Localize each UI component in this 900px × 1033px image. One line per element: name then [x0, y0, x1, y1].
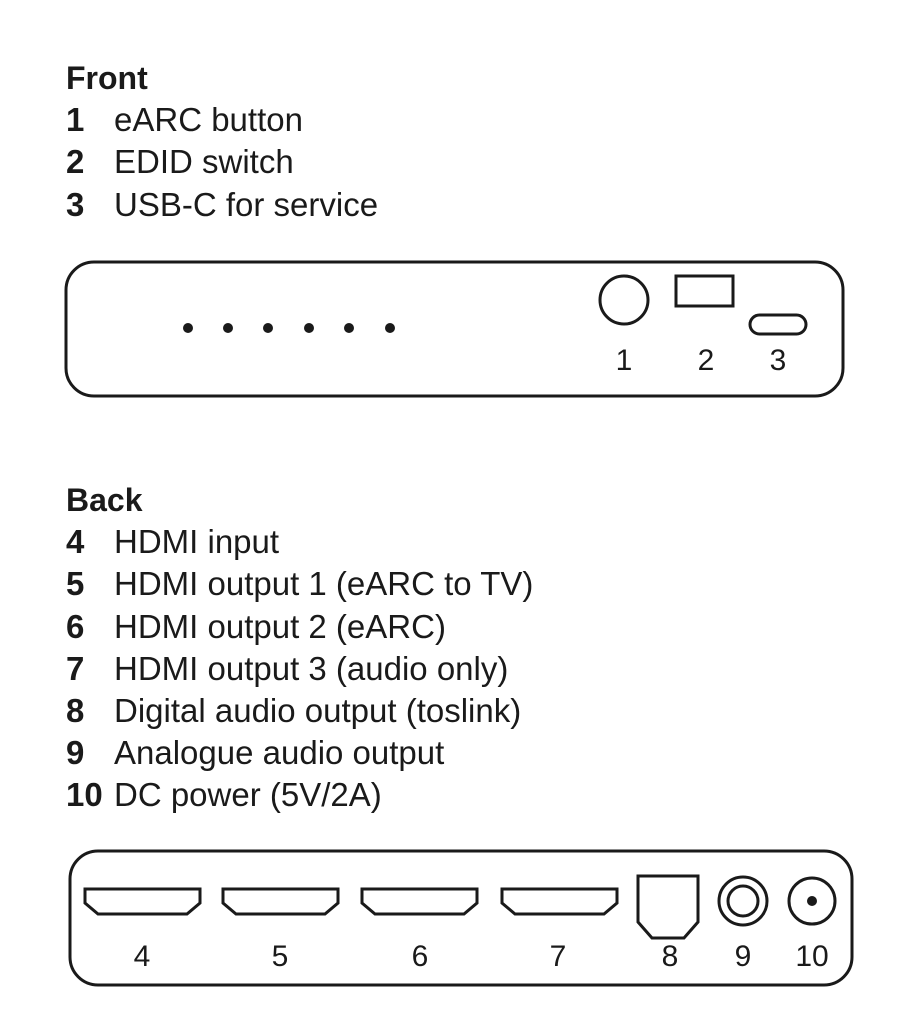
analogue-jack-inner-icon	[726, 884, 760, 918]
legend-item-5: 5 HDMI output 1 (eARC to TV)	[66, 563, 533, 605]
back-port-label-9: 9	[735, 940, 752, 973]
usb-c-port-icon	[748, 313, 808, 336]
legend-number: 9	[66, 734, 85, 771]
front-port-label-2: 2	[698, 344, 715, 377]
led-dot	[263, 323, 273, 333]
analogue-jack-outer-icon	[717, 875, 769, 927]
legend-item-9: 9 Analogue audio output	[66, 732, 444, 774]
back-port-label-5: 5	[272, 940, 289, 973]
legend-number: 5	[66, 565, 85, 602]
back-port-label-4: 4	[134, 940, 151, 973]
legend-text: EDID switch	[114, 143, 294, 180]
legend-text: HDMI output 2 (eARC)	[114, 608, 446, 645]
earc-button-icon	[598, 274, 650, 326]
legend-item-6: 6 HDMI output 2 (eARC)	[66, 606, 446, 648]
toslink-port-icon	[636, 874, 700, 940]
legend-item-7: 7 HDMI output 3 (audio only)	[66, 648, 508, 690]
legend-item-2: 2 EDID switch	[66, 141, 294, 183]
legend-text: HDMI output 3 (audio only)	[114, 650, 509, 687]
front-panel	[64, 260, 845, 398]
legend-text: Analogue audio output	[114, 734, 445, 771]
hdmi-port-icon	[221, 887, 340, 916]
back-panel	[68, 849, 854, 987]
edid-switch-icon	[674, 274, 735, 308]
dc-power-jack-icon	[787, 876, 837, 926]
back-panel-outline	[68, 849, 854, 987]
legend-text: DC power (5V/2A)	[114, 776, 382, 813]
back-port-label-6: 6	[412, 940, 429, 973]
front-port-label-3: 3	[770, 344, 787, 377]
legend-item-8: 8 Digital audio output (toslink)	[66, 690, 521, 732]
legend-number: 10	[66, 776, 103, 813]
hdmi-port-icon	[500, 887, 619, 916]
legend-number: 3	[66, 186, 85, 223]
legend-text: eARC button	[114, 101, 303, 138]
legend-text: Digital audio output (toslink)	[114, 692, 522, 729]
legend-text: USB-C for service	[114, 186, 379, 223]
legend-item-4: 4 HDMI input	[66, 521, 279, 563]
hdmi-port-icon	[360, 887, 479, 916]
led-dot	[385, 323, 395, 333]
back-heading: Back	[66, 482, 143, 518]
legend-number: 7	[66, 650, 85, 687]
front-port-label-1: 1	[616, 344, 633, 377]
legend-number: 6	[66, 608, 85, 645]
led-dot	[344, 323, 354, 333]
led-dot	[304, 323, 314, 333]
legend-number: 8	[66, 692, 85, 729]
led-dot	[223, 323, 233, 333]
legend-number: 1	[66, 101, 85, 138]
legend-item-1: 1 eARC button	[66, 99, 303, 141]
legend-item-10: 10 DC power (5V/2A)	[66, 774, 382, 816]
legend-text: HDMI input	[114, 523, 280, 560]
front-panel-outline	[64, 260, 845, 398]
led-dot	[183, 323, 193, 333]
led-indicators	[183, 323, 395, 333]
legend-number: 4	[66, 523, 85, 560]
front-heading: Front	[66, 60, 148, 96]
hdmi-port-icon	[83, 887, 202, 916]
back-port-label-7: 7	[550, 940, 567, 973]
dc-power-pin-icon	[807, 896, 817, 906]
legend-item-3: 3 USB-C for service	[66, 184, 378, 226]
back-port-label-8: 8	[662, 940, 679, 973]
back-port-label-10: 10	[795, 940, 828, 973]
legend-number: 2	[66, 143, 85, 180]
legend-text: HDMI output 1 (eARC to TV)	[114, 565, 534, 602]
